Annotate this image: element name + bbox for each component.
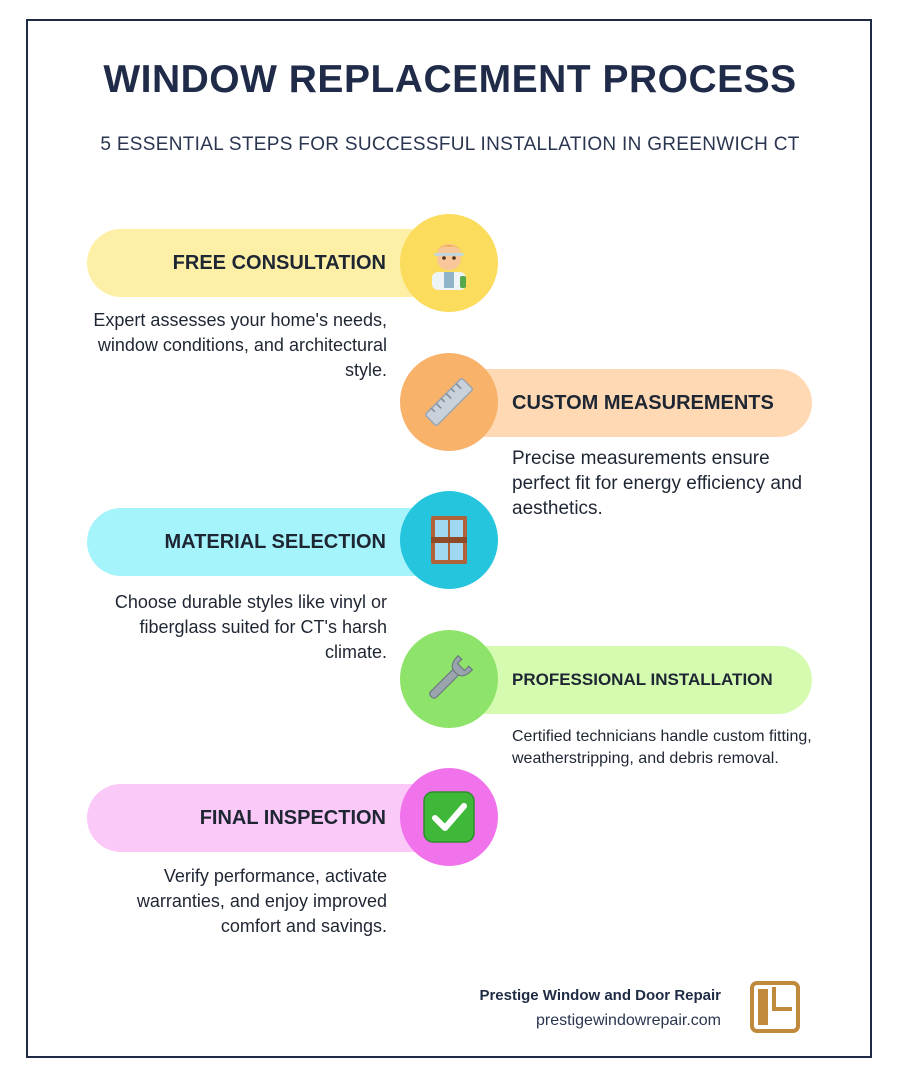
step-3-icon-circle (400, 491, 498, 589)
step-custom-measurements-description: Precise measurements ensure perfect fit … (512, 448, 803, 519)
step-5-icon-circle (400, 768, 498, 866)
step-title: FREE CONSULTATION (172, 251, 386, 274)
step-1-icon-circle (400, 214, 498, 312)
step-material-selection-banner: MATERIAL SELECTION (87, 508, 457, 576)
step-material-selection-description: Choose durable styles like vinyl or fibe… (114, 592, 387, 662)
step-professional-installation-banner: PROFESSIONAL INSTALLATION (440, 646, 812, 714)
company-name: Prestige Window and Door Repair (479, 987, 721, 1004)
step-title: FINAL INSPECTION (199, 806, 386, 829)
step-final-inspection-description: Verify performance, activate warranties,… (136, 866, 387, 936)
step-custom-measurements-banner: CUSTOM MEASUREMENTS (440, 369, 812, 437)
company-logo-icon (750, 981, 800, 1033)
step-final-inspection-banner: FINAL INSPECTION (87, 784, 457, 852)
step-professional-installation-description: Certified technicians handle custom fitt… (512, 728, 812, 767)
window-icon (431, 516, 467, 564)
wrench-icon (429, 654, 474, 699)
page-subtitle: 5 ESSENTIAL STEPS FOR SUCCESSFUL INSTALL… (100, 134, 800, 155)
step-2-icon-circle (400, 353, 498, 451)
step-title: MATERIAL SELECTION (164, 530, 386, 553)
company-url[interactable]: prestigewindowrepair.com (536, 1012, 721, 1029)
step-title: CUSTOM MEASUREMENTS (512, 391, 774, 414)
step-title: PROFESSIONAL INSTALLATION (512, 670, 773, 689)
page-title: WINDOW REPLACEMENT PROCESS (103, 58, 797, 101)
step-4-icon-circle (400, 630, 498, 728)
step-free-consultation-description: Expert assesses your home's needs, windo… (93, 310, 387, 380)
checkmark-icon (423, 791, 475, 843)
ruler-icon (425, 378, 473, 426)
consultant-icon (432, 244, 466, 290)
step-free-consultation-banner: FREE CONSULTATION (87, 229, 457, 297)
